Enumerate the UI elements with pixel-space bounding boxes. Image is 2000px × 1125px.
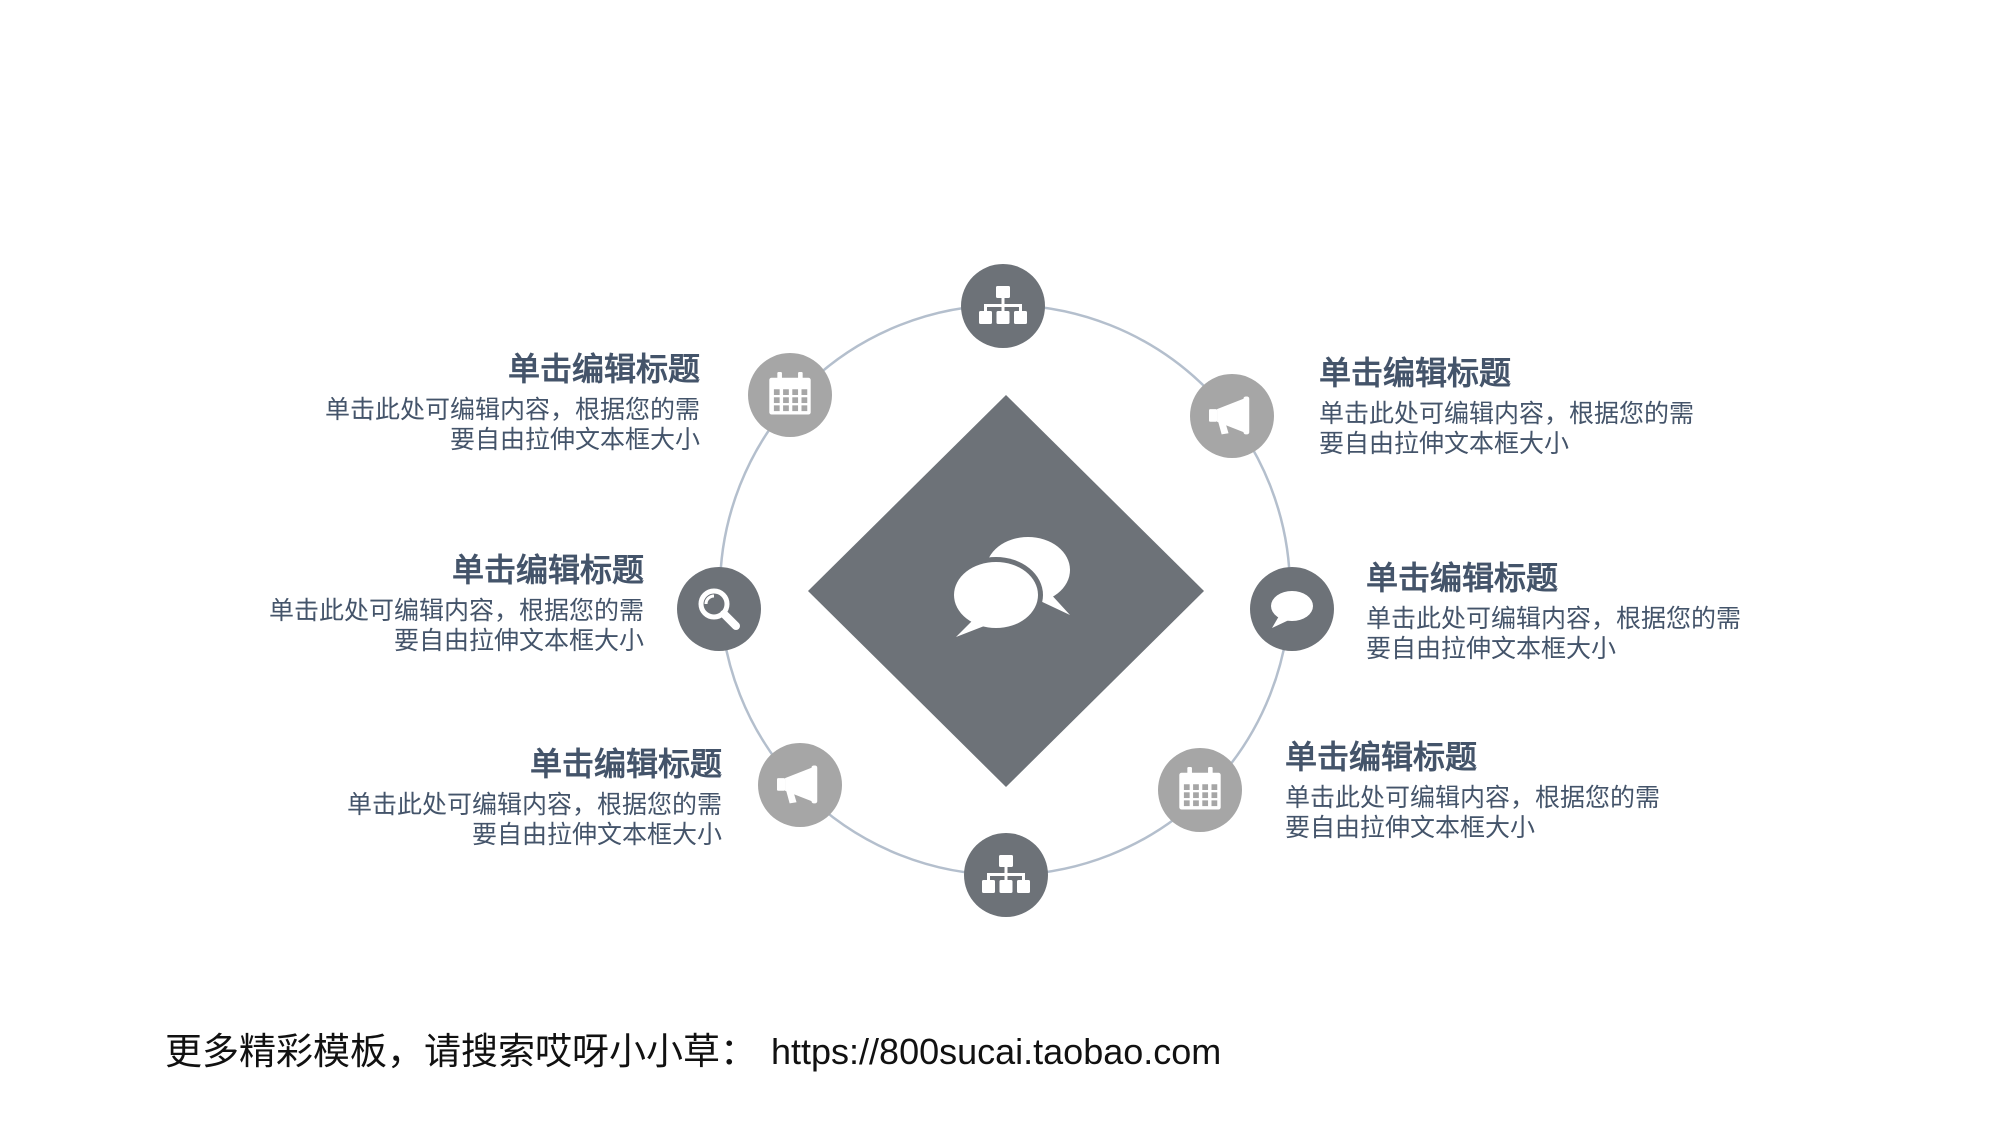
item-body-line: 单击此处可编辑内容，根据您的需	[1366, 605, 1742, 633]
node-lower-right	[1158, 748, 1242, 832]
item-title: 单击编辑标题	[1366, 560, 1559, 596]
item-body-line: 单击此处可编辑内容，根据您的需	[1319, 400, 1695, 428]
item-body-line: 要自由拉伸文本框大小	[449, 426, 700, 454]
chat-bubble-icon	[1271, 591, 1313, 628]
item-body-line: 要自由拉伸文本框大小	[393, 627, 644, 655]
footer: 更多精彩模板，请搜索哎呀小小草： https://800sucai.taobao.…	[165, 1030, 1221, 1074]
item-body: 单击此处可编辑内容，根据您的需 要自由拉伸文本框大小	[347, 790, 722, 850]
node-left	[677, 567, 761, 651]
item-body-line: 单击此处可编辑内容，根据您的需	[1285, 784, 1661, 812]
node-lower-left	[758, 743, 842, 827]
node-upper-right	[1190, 374, 1274, 458]
item-body: 单击此处可编辑内容，根据您的需 要自由拉伸文本框大小	[325, 395, 700, 455]
node-top	[961, 264, 1045, 348]
item-body-line: 单击此处可编辑内容，根据您的需	[268, 597, 644, 625]
calendar-icon	[1179, 767, 1221, 810]
footer-url: https://800sucai.taobao.com	[771, 1031, 1222, 1072]
item-title: 单击编辑标题	[1285, 739, 1478, 775]
item-body-line: 要自由拉伸文本框大小	[1285, 814, 1536, 842]
footer-text: 更多精彩模板，请搜索哎呀小小草：	[165, 1030, 757, 1073]
sitemap-icon	[982, 855, 1030, 893]
item-body: 单击此处可编辑内容，根据您的需 要自由拉伸文本框大小	[1285, 783, 1660, 843]
item-title: 单击编辑标题	[507, 351, 700, 387]
megaphone-icon	[777, 765, 818, 804]
item-body: 单击此处可编辑内容，根据您的需 要自由拉伸文本框大小	[269, 596, 644, 656]
item-lower-right: 单击编辑标题 单击此处可编辑内容，根据您的需 要自由拉伸文本框大小	[1285, 738, 1660, 843]
megaphone-icon	[1209, 396, 1250, 435]
item-upper-right: 单击编辑标题 单击此处可编辑内容，根据您的需 要自由拉伸文本框大小	[1319, 354, 1694, 459]
sitemap-icon	[979, 286, 1027, 324]
item-body: 单击此处可编辑内容，根据您的需 要自由拉伸文本框大小	[1366, 604, 1741, 664]
item-title: 单击编辑标题	[1319, 355, 1512, 391]
item-right: 单击编辑标题 单击此处可编辑内容，根据您的需 要自由拉伸文本框大小	[1366, 559, 1741, 664]
node-upper-left	[748, 353, 832, 437]
item-body-line: 要自由拉伸文本框大小	[1319, 430, 1570, 458]
item-body-line: 要自由拉伸文本框大小	[1366, 635, 1617, 663]
node-right	[1250, 567, 1334, 651]
speech-bubbles-icon	[949, 537, 1070, 637]
calendar-icon	[769, 372, 811, 415]
item-body-line: 单击此处可编辑内容，根据您的需	[346, 791, 722, 819]
item-body-line: 要自由拉伸文本框大小	[471, 821, 722, 849]
item-lower-left: 单击编辑标题 单击此处可编辑内容，根据您的需 要自由拉伸文本框大小	[347, 745, 722, 850]
search-icon	[698, 588, 740, 630]
item-title: 单击编辑标题	[529, 746, 722, 782]
node-bottom	[964, 833, 1048, 917]
item-title: 单击编辑标题	[451, 552, 644, 588]
item-body: 单击此处可编辑内容，根据您的需 要自由拉伸文本框大小	[1319, 399, 1694, 459]
item-upper-left: 单击编辑标题 单击此处可编辑内容，根据您的需 要自由拉伸文本框大小	[325, 350, 700, 455]
item-left: 单击编辑标题 单击此处可编辑内容，根据您的需 要自由拉伸文本框大小	[269, 551, 644, 656]
item-body-line: 单击此处可编辑内容，根据您的需	[324, 396, 700, 424]
